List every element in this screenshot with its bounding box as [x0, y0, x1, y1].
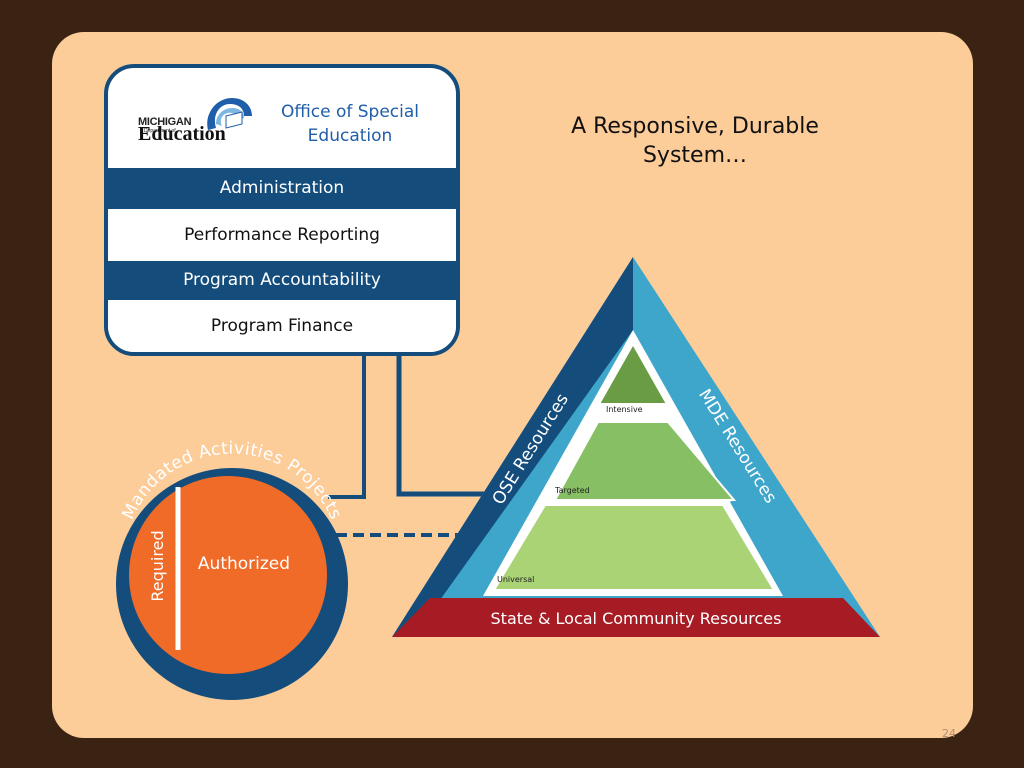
tier-label-targeted: Targeted [554, 486, 590, 495]
section-program-accountability: Program Accountability [108, 261, 456, 300]
page-number: 24 [942, 727, 956, 740]
section-performance-reporting: Performance Reporting [108, 209, 456, 261]
logo-education-text: Education [138, 123, 226, 145]
section-administration: Administration [108, 168, 456, 209]
section-program-finance: Program Finance [108, 300, 456, 352]
base-resources-label: State & Local Community Resources [491, 609, 782, 628]
connector-lines [328, 356, 490, 537]
michigan-education-logo-icon [202, 94, 254, 142]
authorized-label: Authorized [198, 554, 290, 574]
mandated-activities-circle: Mandated Activities Projects Required Au… [116, 439, 348, 700]
logo-michigan-text: MICHIGAN [138, 116, 192, 128]
office-title: Office of Special Education [280, 102, 420, 146]
required-label: Required [148, 530, 167, 601]
tier-label-intensive: Intensive [606, 405, 643, 414]
card-header: MICHIGAN Department of Education Office … [108, 68, 456, 168]
slide-heading: A Responsive, Durable System… [571, 114, 819, 168]
resources-pyramid: Intensive Targeted Universal OSE Resourc… [392, 257, 880, 637]
logo-department-text: Department of [144, 128, 176, 134]
ose-org-card: MICHIGAN Department of Education Office … [104, 64, 460, 356]
tier-label-universal: Universal [497, 575, 534, 584]
